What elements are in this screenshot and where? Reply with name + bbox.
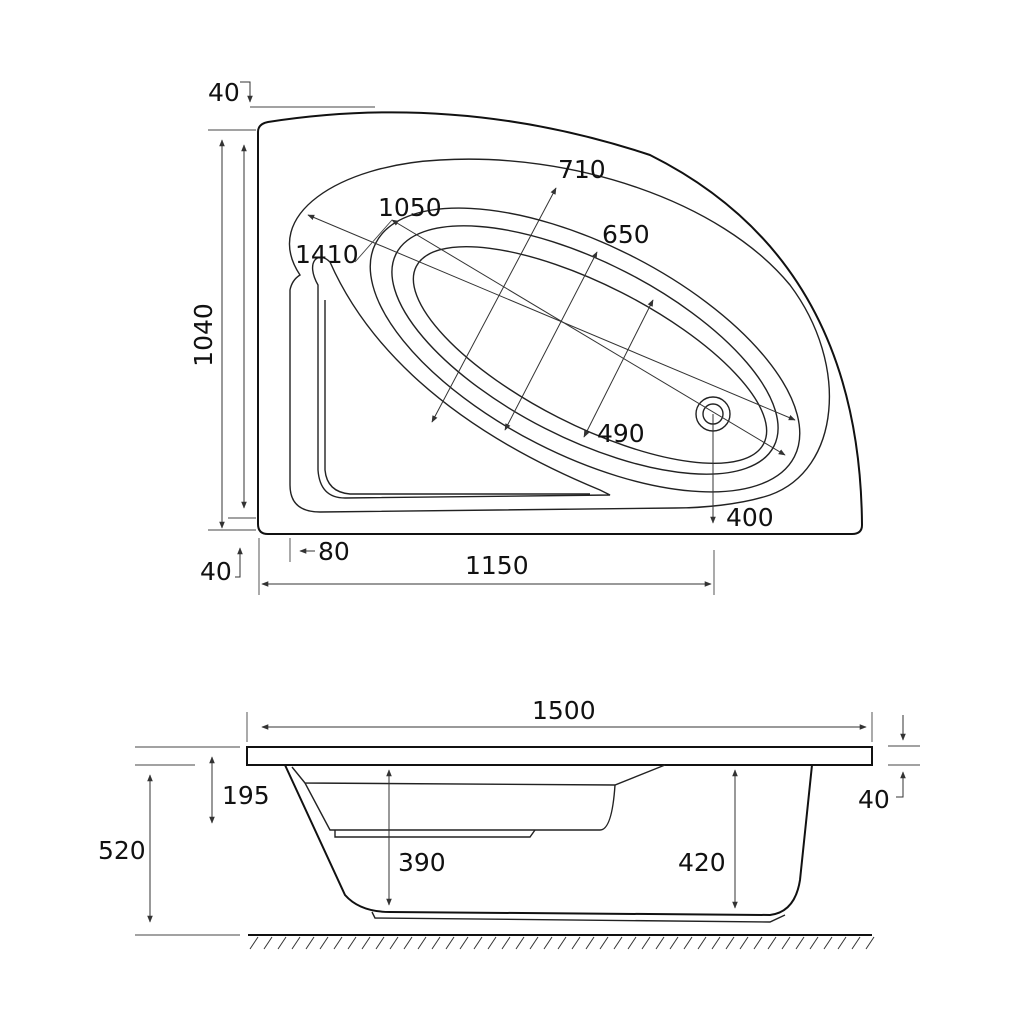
floor-hatch-mark — [767, 936, 777, 950]
dim-line-490 — [583, 299, 654, 438]
side-view: 1500 40 195 520 390 420 — [98, 696, 920, 950]
floor-hatch-mark — [809, 936, 819, 950]
floor-hatch-mark — [403, 936, 413, 950]
floor-hatch-mark — [837, 936, 847, 950]
floor-hatch-mark — [375, 936, 385, 950]
plan-seat-recess — [324, 300, 590, 495]
floor-hatch-mark — [627, 936, 637, 950]
label-rim-bottom: 40 — [200, 557, 232, 586]
floor-hatch-mark — [487, 936, 497, 950]
floor-hatch-mark — [851, 936, 861, 950]
plan-view: 40 1040 1410 1050 710 650 490 400 40 80 … — [189, 78, 864, 595]
floor-hatch-mark — [599, 936, 609, 950]
floor-hatch-mark — [585, 936, 595, 950]
dim-line-710 — [431, 187, 557, 423]
side-interior-floor — [304, 782, 616, 831]
label-710: 710 — [558, 155, 606, 184]
floor-hatch-mark — [543, 936, 553, 950]
floor-hatch-mark — [711, 936, 721, 950]
floor-hatch-mark — [501, 936, 511, 950]
label-1500: 1500 — [532, 696, 596, 725]
leader-1050 — [354, 219, 393, 263]
floor-hatch-mark — [753, 936, 763, 950]
label-490: 490 — [597, 419, 645, 448]
floor-hatch-mark — [683, 936, 693, 950]
floor-hatch-mark — [781, 936, 791, 950]
floor-hatch-mark — [249, 936, 259, 950]
floor-hatch-mark — [823, 936, 833, 950]
label-520: 520 — [98, 836, 146, 865]
floor-hatch-mark — [669, 936, 679, 950]
floor-hatch-mark — [459, 936, 469, 950]
floor-hatch-mark — [333, 936, 343, 950]
plan-basin-inner — [312, 256, 611, 499]
floor-hatch-mark — [473, 936, 483, 950]
side-body — [284, 764, 813, 917]
label-1150: 1150 — [465, 551, 529, 580]
floor-hatch-mark — [319, 936, 329, 950]
dim-arrow-bottom-40 — [235, 547, 243, 578]
floor-hatch-mark — [613, 936, 623, 950]
label-1040: 1040 — [189, 303, 218, 367]
floor-hatch-mark — [277, 936, 287, 950]
side-interior-seat — [334, 829, 536, 838]
floor-hatch-mark — [529, 936, 539, 950]
plan-ellipse-middle — [391, 225, 779, 475]
side-interior-step — [291, 764, 666, 786]
floor-hatch-mark — [305, 936, 315, 950]
label-40-right: 40 — [858, 785, 890, 814]
dim-arrow-40-right-bottom — [896, 771, 906, 798]
side-rim — [246, 746, 873, 766]
floor-hatch-mark — [725, 936, 735, 950]
floor-hatch-mark — [641, 936, 651, 950]
floor-hatch-mark — [389, 936, 399, 950]
side-base — [371, 911, 786, 923]
plan-basin-outer — [288, 158, 830, 513]
floor-hatch-mark — [515, 936, 525, 950]
label-1050: 1050 — [378, 193, 442, 222]
plan-ellipse-inner — [412, 246, 768, 464]
label-rim-top: 40 — [208, 78, 240, 107]
label-1410: 1410 — [295, 240, 359, 269]
floor-hatch-mark — [361, 936, 371, 950]
floor-hatch-mark — [795, 936, 805, 950]
plan-outer-rim — [257, 111, 864, 535]
floor-hatch-mark — [697, 936, 707, 950]
dim-line-650 — [504, 251, 598, 431]
floor-hatch-mark — [557, 936, 567, 950]
label-195: 195 — [222, 781, 270, 810]
floor-hatch-mark — [571, 936, 581, 950]
label-650: 650 — [602, 220, 650, 249]
floor-hatch-mark — [417, 936, 427, 950]
floor-hatch — [249, 936, 875, 950]
floor-hatch-mark — [655, 936, 665, 950]
dim-line-1410 — [307, 214, 796, 421]
floor-hatch-mark — [431, 936, 441, 950]
label-80: 80 — [318, 537, 350, 566]
floor-hatch-mark — [865, 936, 875, 950]
floor-hatch-mark — [739, 936, 749, 950]
floor-hatch-mark — [445, 936, 455, 950]
label-420: 420 — [678, 848, 726, 877]
label-390: 390 — [398, 848, 446, 877]
dim-arrow-top-40 — [240, 81, 253, 103]
floor-hatch-mark — [263, 936, 273, 950]
label-400: 400 — [726, 503, 774, 532]
floor-hatch-mark — [347, 936, 357, 950]
floor-hatch-mark — [291, 936, 301, 950]
